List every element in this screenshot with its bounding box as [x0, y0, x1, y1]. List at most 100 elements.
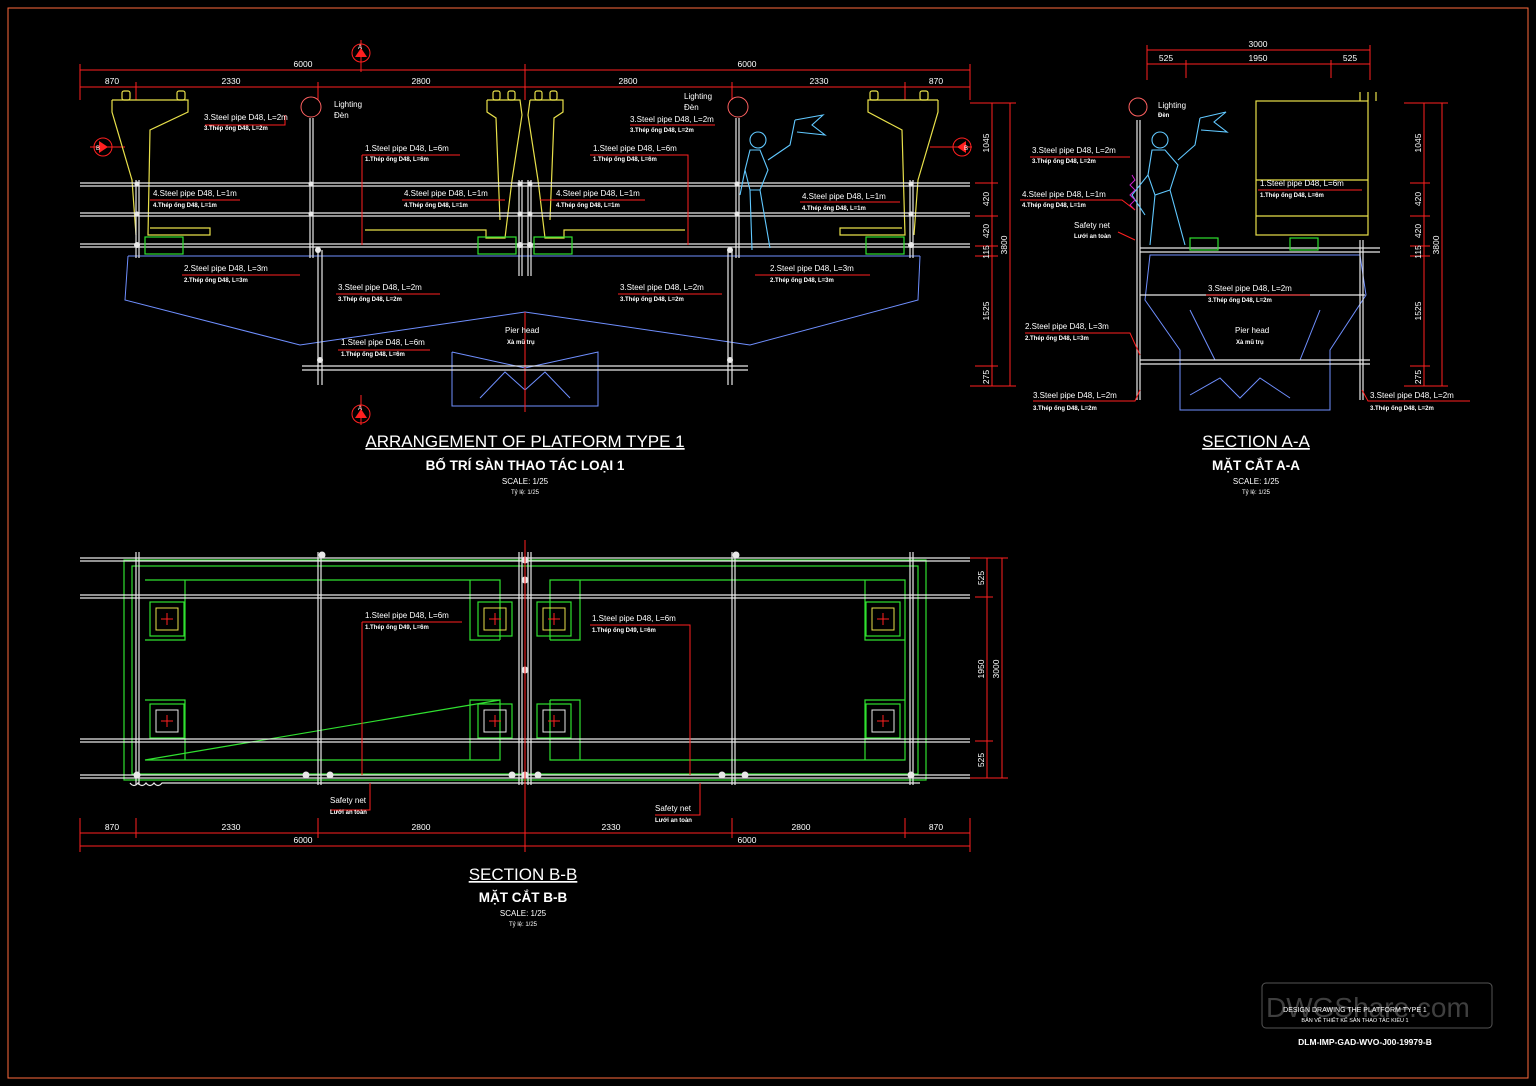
aa-callout-label: 3.Steel pipe D48, L=2m [1032, 146, 1116, 155]
bb-couplers [133, 551, 915, 779]
callout-label-vi: 3.Thép ống D48, L=2m [620, 296, 684, 303]
dim-top-part: 2800 [412, 76, 431, 86]
aa-lighting-lamp [1128, 97, 1148, 117]
pier-head-label-vi: Xà mũ trụ [507, 340, 535, 346]
aa-scale: SCALE: 1/25 [1233, 477, 1280, 486]
bb-dim-bottom-part: 2800 [412, 822, 431, 832]
aa-dim-right-total: 3800 [1431, 235, 1441, 254]
callout-label: 4.Steel pipe D48, L=1m [404, 189, 488, 198]
main-couplers [134, 181, 914, 363]
callout-label-vi: 3.Thép ống D48, L=2m [338, 296, 402, 303]
bb-scale-vi: Tỷ lệ: 1/25 [509, 921, 538, 928]
aa-dim-top-total: 3000 [1249, 39, 1268, 49]
callout-label: 2.Steel pipe D48, L=3m [770, 264, 854, 273]
aa-dim-top-part: 525 [1159, 53, 1173, 63]
main-dim-right: 1045 420 420 115 1525 275 3800 [970, 102, 1016, 387]
aa-dim-right: 1045 [1413, 133, 1423, 152]
section-mark-label: A [358, 45, 362, 51]
bb-dim-bottom-total: 6000 [738, 835, 757, 845]
aa-dim-right: 275 [1413, 370, 1423, 384]
dim-right: 275 [981, 370, 991, 384]
callout-label: 4.Steel pipe D48, L=1m [153, 189, 237, 198]
callout-label: 1.Steel pipe D48, L=6m [593, 144, 677, 153]
aa-callout-label-vi: 1.Thép ống D48, L=6m [1260, 192, 1324, 199]
dim-right: 1525 [981, 301, 991, 320]
dim-right: 420 [981, 192, 991, 206]
aa-callout-label: 3.Steel pipe D48, L=2m [1370, 391, 1454, 400]
dim-top-part: 2330 [810, 76, 829, 86]
main-scale-vi: Tỷ lệ: 1/25 [511, 489, 540, 496]
girder-center-left [365, 90, 523, 239]
lighting-lamp-right [727, 96, 749, 118]
section-marker-b-right: B [930, 137, 972, 157]
aa-dim-right: 420 [1413, 192, 1423, 206]
aa-callout-label-vi: 4.Thép ống D48, L=1m [1022, 202, 1086, 209]
bb-dim-right: 525 1950 525 3000 [970, 557, 1008, 779]
section-mark-label: B [964, 146, 968, 152]
callout-label-vi: 4.Thép ống D48, L=1m [404, 202, 468, 209]
callout-label-vi: 3.Thép ống D48, L=2m [630, 127, 694, 134]
main-vertical-posts [135, 118, 914, 385]
section-mark-label: A [358, 406, 362, 412]
girder-center-right [527, 90, 685, 239]
worker-figure [739, 114, 827, 251]
bb-dim-right: 525 [976, 571, 986, 585]
section-marker-b-left: B [90, 137, 125, 157]
lighting-label-vi: Đèn [334, 111, 349, 120]
dim-top-total-2: 6000 [738, 59, 757, 69]
aa-scale-vi: Tỷ lệ: 1/25 [1242, 489, 1271, 496]
callout-label: 2.Steel pipe D48, L=3m [184, 264, 268, 273]
callout-label-vi: 1.Thép ống D48, L=6m [593, 156, 657, 163]
aa-lighting-label-vi: Đèn [1158, 113, 1170, 119]
dim-right: 115 [981, 245, 991, 259]
callout-label: 3.Steel pipe D48, L=2m [338, 283, 422, 292]
dim-top-total-1: 6000 [294, 59, 313, 69]
bb-safety-net-label-vi: Lưới an toàn [330, 810, 367, 816]
callout-label-vi: 4.Thép ống D48, L=1m [802, 205, 866, 212]
bb-dim-bottom-part: 2330 [222, 822, 241, 832]
aa-pier-head-label-vi: Xà mũ trụ [1236, 340, 1264, 346]
dim-right: 1045 [981, 133, 991, 152]
bb-dim-right: 525 [976, 753, 986, 767]
bb-post-markers [155, 607, 895, 733]
callout-label: 3.Steel pipe D48, L=2m [620, 283, 704, 292]
aa-safety-net-label: Safety net [1074, 221, 1111, 230]
bb-dim-bottom-part: 2800 [792, 822, 811, 832]
bb-callout-label: 1.Steel pipe D48, L=6m [365, 611, 449, 620]
watermark-logo: DWGShare.com [1266, 992, 1470, 1023]
callout-label-vi: 4.Thép ống D48, L=1m [153, 202, 217, 209]
aa-callout-label-vi: 3.Thép ống D48, L=2m [1032, 158, 1096, 165]
callout-label: 1.Steel pipe D48, L=6m [341, 338, 425, 347]
drawing-number: DLM-IMP-GAD-WVO-J00-19979-B [1298, 1037, 1432, 1047]
callout-label-vi: 4.Thép ống D48, L=1m [556, 202, 620, 209]
callout-label: 3.Steel pipe D48, L=2m [204, 113, 288, 122]
drawing-title-vi: BẢN VẼ THIẾT KẾ SÀN THAO TÁC KIỂU 1 [1301, 1017, 1408, 1024]
bb-safety-net [129, 782, 920, 787]
aa-callout-label-vi: 2.Thép ống D48, L=3m [1025, 335, 1089, 342]
callout-label-vi: 1.Thép ống D48, L=6m [365, 156, 429, 163]
aa-planks [1189, 237, 1319, 251]
aa-callout-label: 1.Steel pipe D48, L=6m [1260, 179, 1344, 188]
pier-head [124, 255, 921, 412]
bb-safety-net-label: Safety net [330, 796, 367, 805]
dim-top-part: 2330 [222, 76, 241, 86]
bb-scale: SCALE: 1/25 [500, 909, 547, 918]
aa-worker-figure [1131, 111, 1229, 246]
bb-dim-bottom-total: 6000 [294, 835, 313, 845]
aa-lighting-label: Lighting [1158, 101, 1186, 110]
lighting-label-vi: Đèn [684, 103, 699, 112]
callout-label: 4.Steel pipe D48, L=1m [802, 192, 886, 201]
aa-dim-top-part: 525 [1343, 53, 1357, 63]
dim-top-part: 870 [929, 76, 943, 86]
drawing-frame [7, 7, 1529, 1079]
section-aa: 3000 525 1950 525 Lighting Đè [1020, 39, 1470, 496]
aa-callouts: 3.Steel pipe D48, L=2m 3.Thép ống D48, L… [1020, 146, 1470, 412]
aa-girder [1255, 92, 1377, 236]
aa-dim-right: 115 [1413, 245, 1423, 259]
aa-callout-label: 3.Steel pipe D48, L=2m [1033, 391, 1117, 400]
pier-head-label: Pier head [505, 326, 539, 335]
main-view: 6000 6000 870 2330 2800 2800 2330 870 A … [79, 40, 1016, 496]
aa-callout-label-vi: 3.Thép ống D48, L=2m [1208, 297, 1272, 304]
bb-dim-right-total: 3000 [991, 659, 1001, 678]
